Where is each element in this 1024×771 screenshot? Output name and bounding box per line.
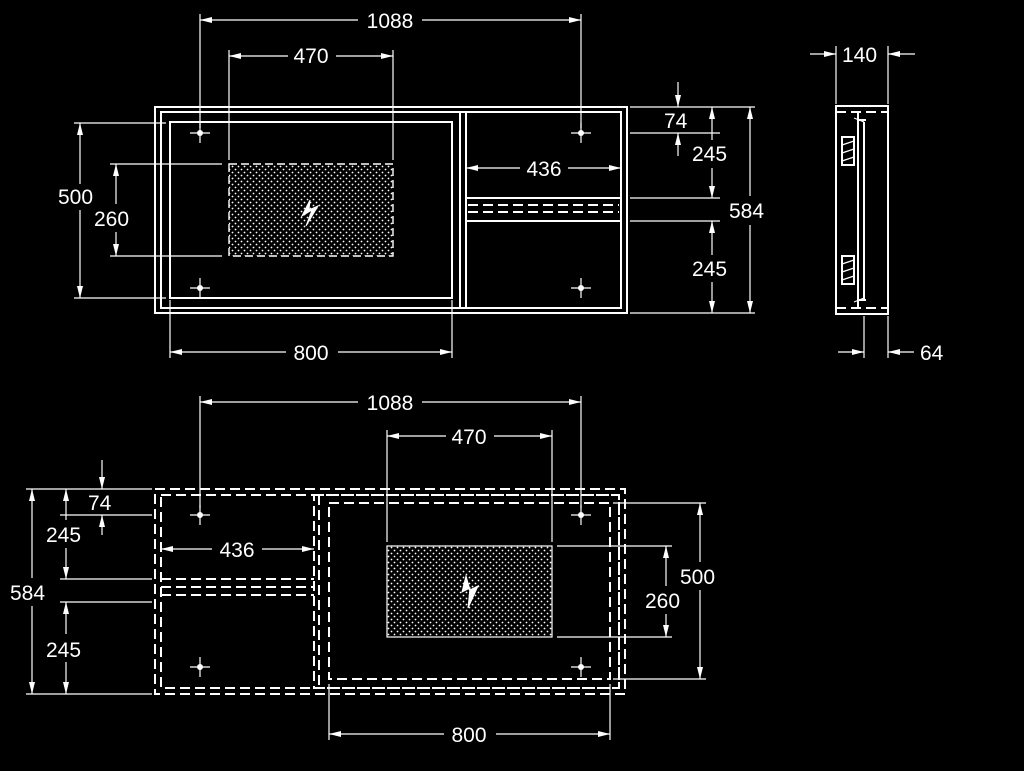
- mounting-hole-icon: [190, 278, 210, 298]
- dim-panel-width: 470: [451, 426, 486, 449]
- mounting-hole-icon: [571, 505, 591, 525]
- dim-lower-section: 245: [46, 639, 81, 662]
- dim-panel-height: 260: [645, 590, 680, 613]
- dim-compartment-width: 436: [219, 539, 254, 562]
- dim-inner-height: 500: [680, 566, 715, 589]
- mounting-hole-icon: [190, 123, 210, 143]
- mounting-hole-icon: [190, 505, 210, 525]
- dim-width-total: 1088: [367, 10, 414, 33]
- dim-door-width: 800: [293, 342, 328, 365]
- dim-panel-width: 470: [293, 45, 328, 68]
- top-view: 1088 470 436 74 245: [58, 8, 764, 365]
- lightning-symbol-icon: [300, 199, 320, 227]
- dim-top-offset: 74: [664, 110, 688, 133]
- dim-top-offset: 74: [88, 492, 112, 515]
- dim-total-height: 584: [10, 582, 45, 605]
- dim-total-height: 584: [729, 200, 764, 223]
- lightning-symbol-icon: [461, 574, 480, 609]
- door-outline: [169, 121, 453, 299]
- dim-upper-section: 245: [692, 143, 727, 166]
- dim-inner-height: 500: [58, 186, 93, 209]
- dim-lower-section: 245: [692, 258, 727, 281]
- dim-door-width: 800: [451, 724, 486, 747]
- bottom-view: 1088 470 436 74 245: [10, 390, 715, 747]
- dim-upper-section: 245: [46, 524, 81, 547]
- side-view: 140 64: [810, 44, 944, 365]
- dim-width-total: 1088: [367, 392, 414, 415]
- dim-depth: 140: [842, 44, 877, 67]
- mounting-hole-icon: [571, 278, 591, 298]
- dim-frame-depth: 64: [920, 342, 944, 365]
- mounting-hole-icon: [571, 657, 591, 677]
- mounting-hole-icon: [190, 657, 210, 677]
- dim-panel-height: 260: [94, 208, 129, 231]
- dim-compartment-width: 436: [526, 158, 561, 181]
- door-outline: [328, 502, 611, 680]
